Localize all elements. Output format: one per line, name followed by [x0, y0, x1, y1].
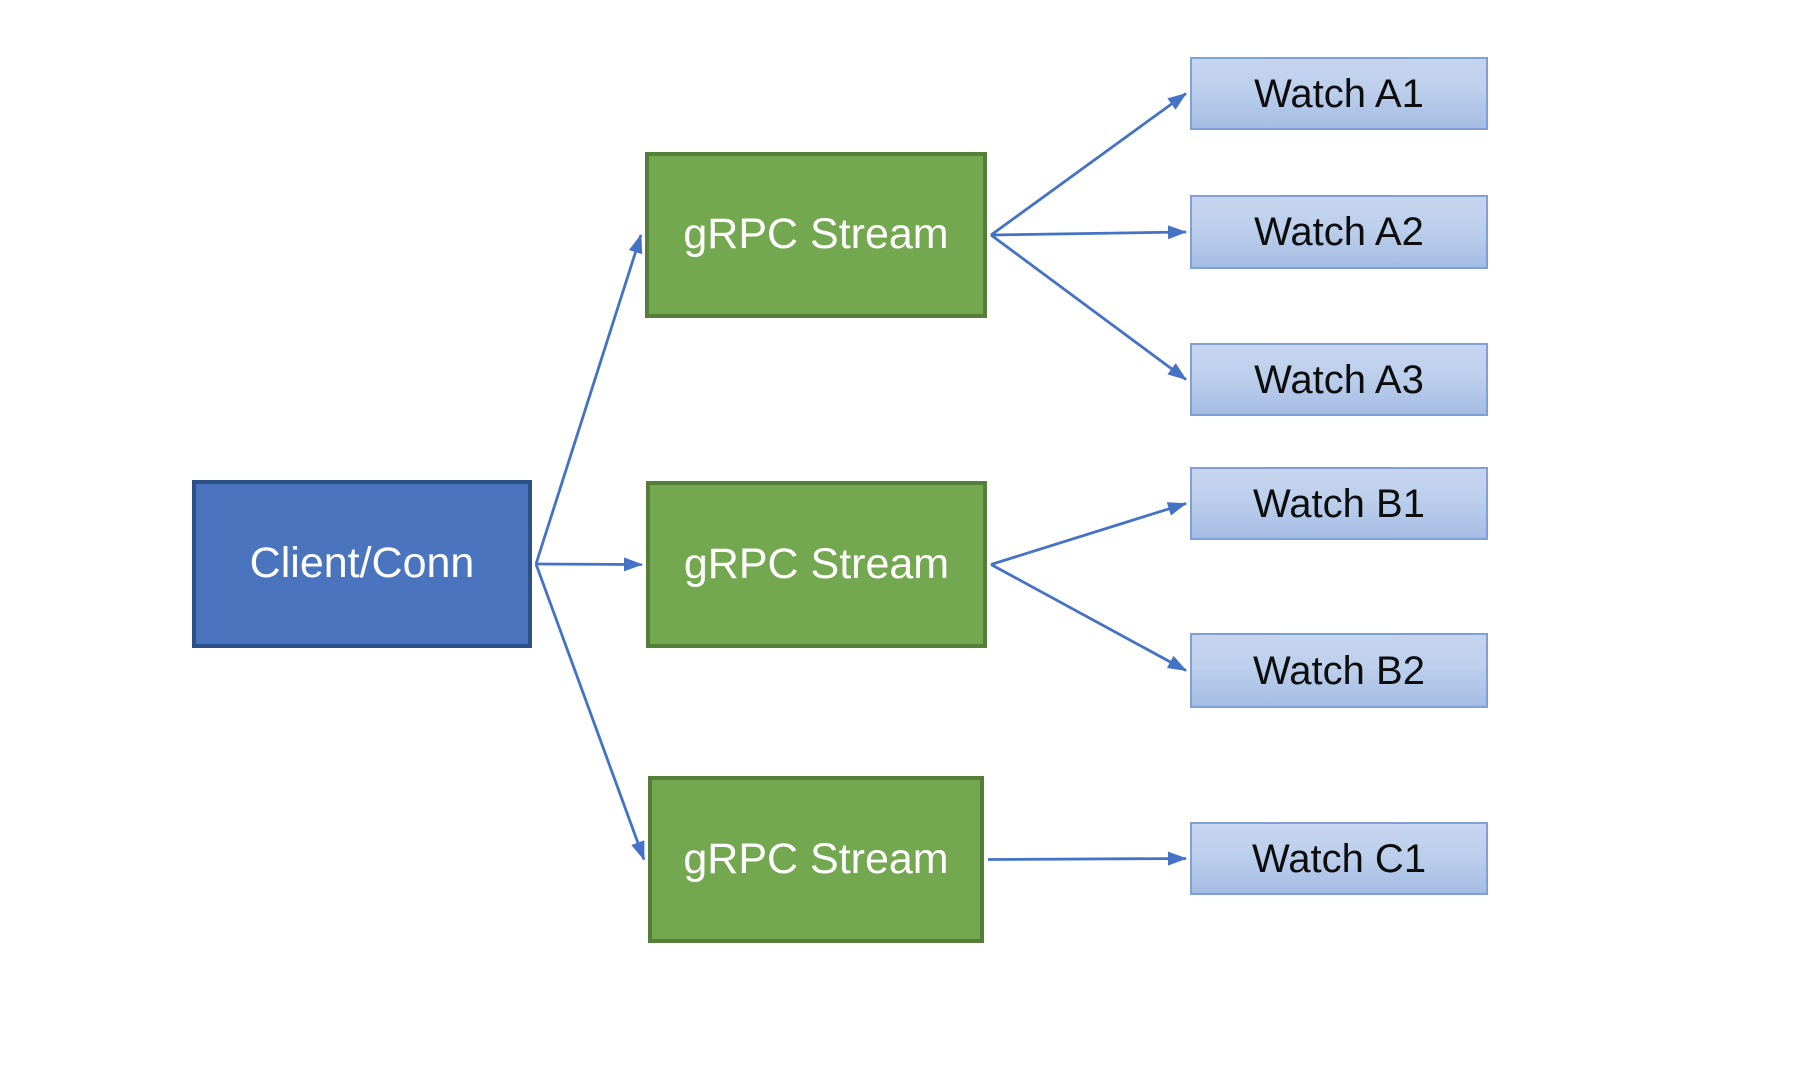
- edge-grpc1-watch_a2: [990, 225, 1187, 240]
- client-conn-node: Client/Conn: [192, 480, 532, 648]
- watch-c1-node: Watch C1: [1190, 822, 1488, 895]
- edge-grpc3-watch_c1: [987, 851, 1187, 866]
- edge-grpc2-watch_b1: [990, 502, 1187, 566]
- watch-b1-node: Watch B1: [1190, 467, 1488, 540]
- edge-client-grpc2: [535, 557, 643, 572]
- watch-a3-node: Watch A3: [1190, 343, 1488, 416]
- grpc-stream-node-2: gRPC Stream: [646, 481, 987, 648]
- grpc-stream-node-1: gRPC Stream: [645, 152, 987, 318]
- grpc-stream-node-3: gRPC Stream: [648, 776, 984, 943]
- edge-grpc2-watch_b2: [990, 563, 1187, 672]
- edge-grpc1-watch_a3: [990, 233, 1187, 381]
- edge-client-grpc1: [534, 234, 643, 565]
- edge-grpc1-watch_a1: [990, 92, 1187, 237]
- watch-a1-node: Watch A1: [1190, 57, 1488, 130]
- watch-a2-node: Watch A2: [1190, 195, 1488, 269]
- edge-client-grpc3: [534, 563, 646, 861]
- watch-b2-node: Watch B2: [1190, 633, 1488, 708]
